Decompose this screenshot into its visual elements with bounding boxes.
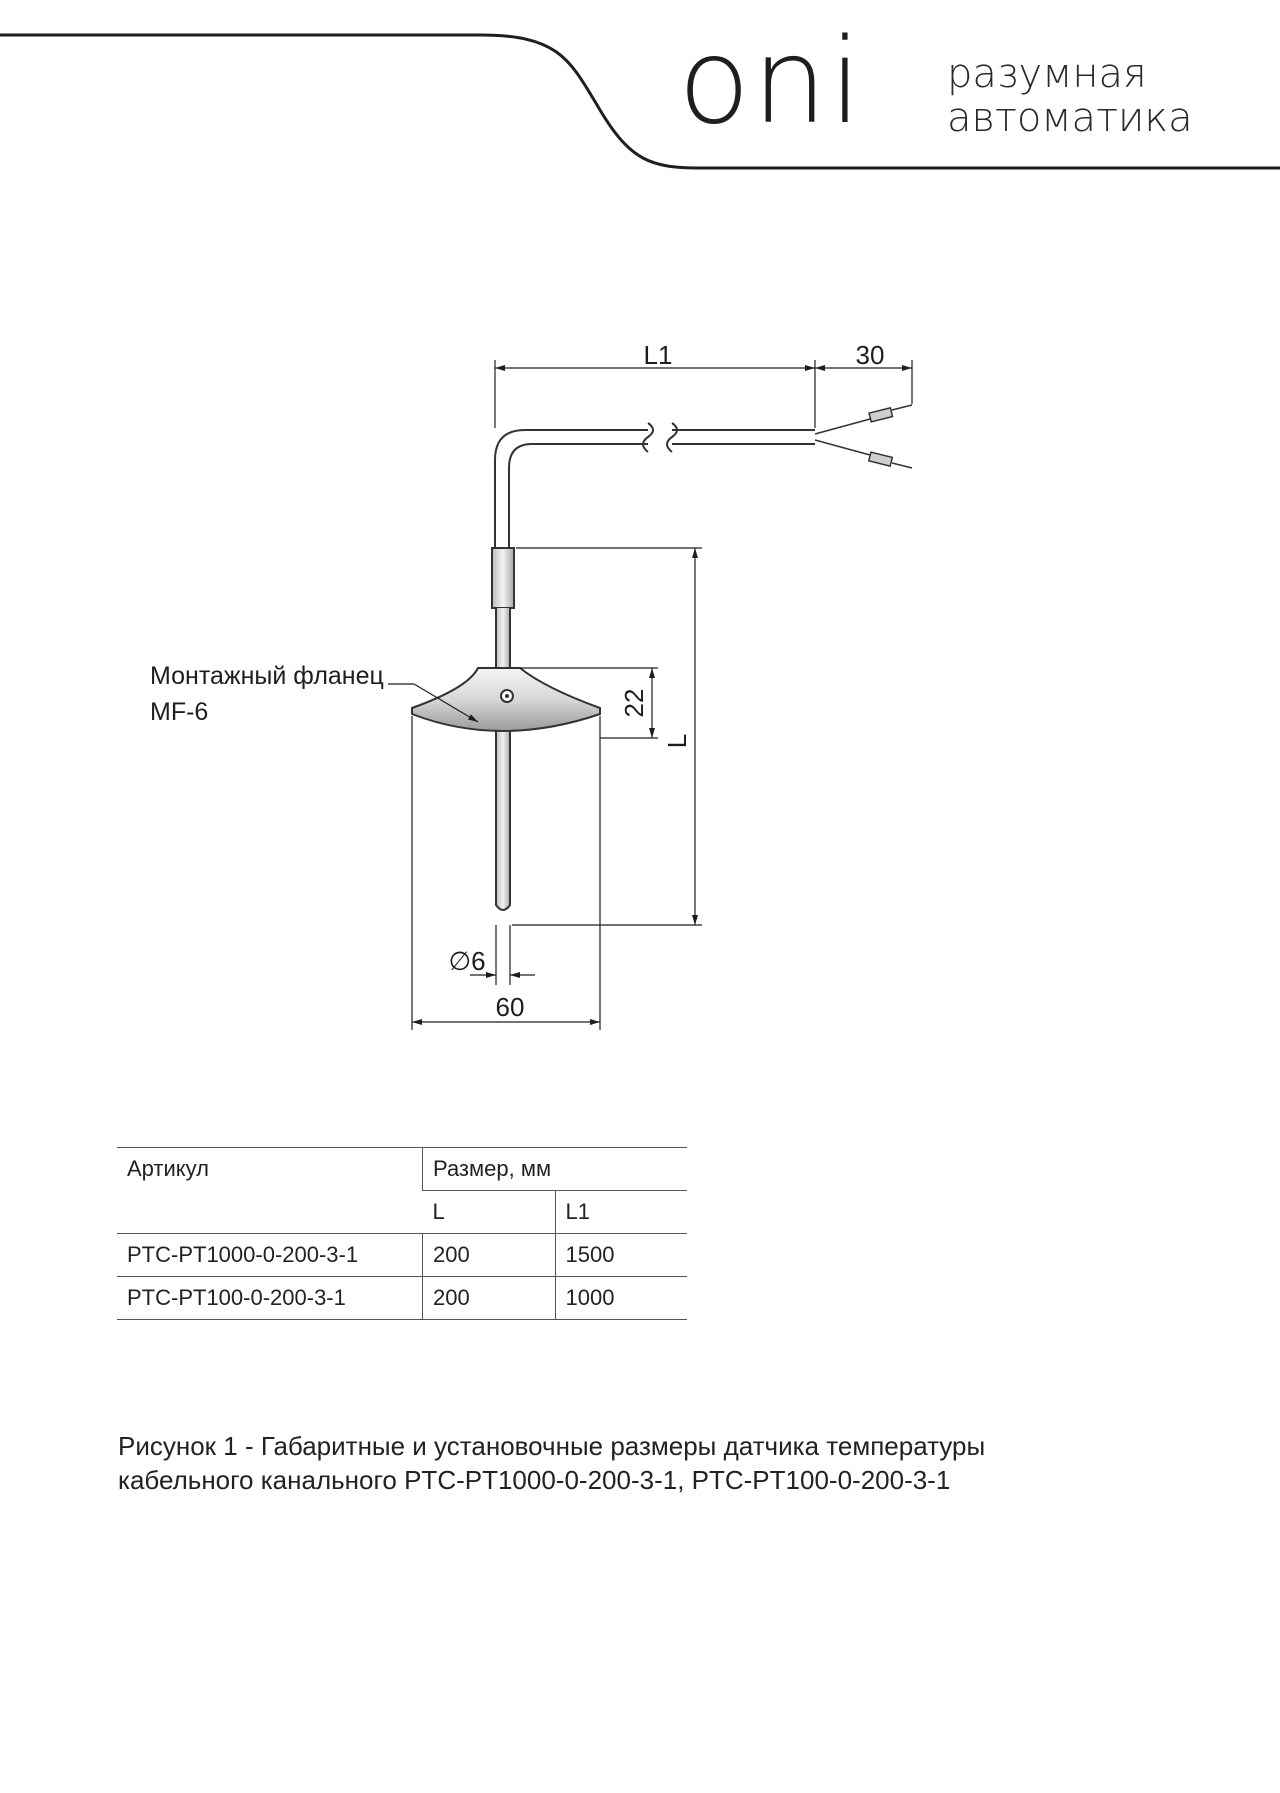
flange-label-line-2: MF-6 (150, 698, 208, 726)
cell-l: 200 (422, 1233, 555, 1277)
header-size: Размер, мм (422, 1147, 687, 1191)
tagline-line-2: автоматика (947, 95, 1193, 141)
sensor-sleeve (491, 547, 515, 609)
cable (494, 422, 815, 548)
dim-label-30: 30 (856, 340, 885, 370)
dim-label-l1: L1 (644, 340, 673, 370)
dim-label-22: 22 (619, 689, 649, 718)
tagline-line-1: разумная (947, 51, 1147, 97)
wire-ends (814, 404, 913, 469)
subheader-l1: L1 (554, 1190, 687, 1234)
caption-line-2: кабельного канального PTC-PT1000-0-200-3… (118, 1465, 951, 1495)
table-row: PTC-PT1000-0-200-3-1 200 1500 (117, 1233, 687, 1277)
dim-label-diameter-6: ∅6 (448, 946, 485, 976)
header-band (0, 33, 1280, 170)
probe-tube (495, 608, 511, 911)
dim-label-60: 60 (496, 992, 525, 1022)
flange-label-line-1: Монтажный фланец (150, 662, 384, 690)
dimensions-table: Артикул Размер, мм L L1 PTC-PT1000-0-200… (117, 1147, 687, 1320)
figure-caption: Рисунок 1 - Габаритные и установочные ра… (118, 1429, 985, 1497)
dim-label-l: L (662, 734, 692, 748)
cell-l1: 1000 (554, 1276, 687, 1320)
table-row: PTC-PT100-0-200-3-1 200 1000 (117, 1276, 687, 1320)
dimension-drawing: L1 30 L 22 ∅6 60 Монтажный фланец MF-6 (150, 340, 913, 1030)
brand-tagline: разумная автоматика (947, 52, 1193, 140)
cell-article: PTC-PT1000-0-200-3-1 (117, 1233, 423, 1277)
brand-logo: oni (678, 12, 864, 150)
header-article: Артикул (117, 1147, 423, 1234)
flange-leader-line (388, 683, 479, 723)
subheader-l: L (422, 1190, 555, 1234)
cell-l: 200 (422, 1276, 555, 1320)
table-header-row: Артикул Размер, мм (117, 1147, 687, 1234)
cell-l1: 1500 (554, 1233, 687, 1277)
cell-article: PTC-PT100-0-200-3-1 (117, 1276, 423, 1320)
caption-line-1: Рисунок 1 - Габаритные и установочные ра… (118, 1431, 986, 1461)
